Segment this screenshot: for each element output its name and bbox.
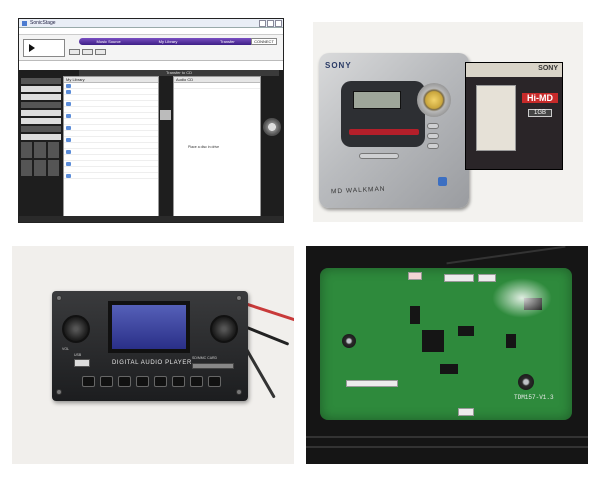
player-button bbox=[82, 376, 95, 387]
mode-bar: Music Source My Library Transfer bbox=[79, 38, 257, 45]
sonicstage-screenshot: SonicStage Music Source My Library Trans… bbox=[18, 18, 284, 223]
disc-capacity: 1GB bbox=[528, 109, 552, 117]
lcd-screen bbox=[353, 91, 401, 109]
player-button bbox=[208, 376, 221, 387]
mode-my-library: My Library bbox=[158, 39, 178, 44]
mode-transfer: Transfer bbox=[219, 39, 235, 44]
walkman-brand: SONY bbox=[325, 61, 352, 70]
player-button bbox=[172, 376, 185, 387]
transfer-area: Transfer to CD My Library bbox=[19, 70, 283, 222]
player-button bbox=[136, 376, 149, 387]
menubar bbox=[19, 28, 283, 35]
jog-dial bbox=[417, 83, 451, 117]
lcd-frame bbox=[341, 81, 425, 147]
walkman-button bbox=[427, 133, 439, 139]
library-title: My Library bbox=[64, 77, 158, 83]
walkman-button bbox=[427, 123, 439, 129]
walkman-button bbox=[427, 143, 439, 149]
transfer-arrow-icon bbox=[160, 110, 171, 120]
usb-label: USB bbox=[74, 353, 82, 357]
transfer-title: Transfer to CD bbox=[79, 70, 279, 76]
pcb-model-label: TDM157-V1.3 bbox=[514, 394, 554, 401]
disc-label-strip bbox=[466, 63, 562, 77]
library-pane: My Library bbox=[63, 76, 159, 218]
toolbar-buttons bbox=[69, 49, 108, 55]
cd-message: Place a disc in drive bbox=[188, 145, 220, 149]
player-button bbox=[190, 376, 203, 387]
toolbar: Music Source My Library Transfer CONNECT bbox=[19, 35, 283, 61]
chip bbox=[410, 306, 420, 324]
player-button bbox=[100, 376, 113, 387]
play-icon bbox=[29, 44, 35, 52]
capacitor bbox=[342, 334, 356, 348]
connector bbox=[346, 380, 398, 387]
sd-label: SD/MMC CARD bbox=[192, 356, 218, 360]
main-chip bbox=[422, 330, 444, 352]
pcb-photo: TDM157-V1.3 bbox=[306, 246, 588, 464]
disc-brand: SONY bbox=[538, 65, 558, 72]
function-knob bbox=[210, 315, 238, 343]
window-controls bbox=[259, 19, 283, 27]
digital-audio-player-photo: VOL USB DIGITAL AUDIO PLAYER SD/MMC CARD bbox=[12, 246, 294, 464]
connector bbox=[458, 408, 474, 416]
disc-shutter bbox=[476, 85, 516, 151]
audio-cd-pane: Audio CD Place a disc in drive bbox=[173, 76, 261, 218]
disc-format: Hi-MD bbox=[522, 93, 558, 103]
chip bbox=[458, 326, 474, 336]
walkman-button bbox=[359, 153, 399, 159]
ribbon-cable bbox=[446, 246, 566, 265]
player-title: DIGITAL AUDIO PLAYER bbox=[112, 360, 192, 366]
connector bbox=[408, 272, 422, 280]
app-icon bbox=[22, 20, 27, 26]
ribbon-cable bbox=[306, 436, 588, 438]
red-strip bbox=[349, 129, 419, 135]
statusbar bbox=[19, 216, 283, 222]
usb-port bbox=[74, 359, 90, 367]
player-button bbox=[154, 376, 167, 387]
chip bbox=[506, 334, 516, 348]
chip bbox=[440, 364, 458, 374]
connector bbox=[478, 274, 496, 282]
hi-md-disc: SONY Hi-MD 1GB bbox=[465, 62, 563, 170]
player-display bbox=[108, 301, 190, 353]
keypad bbox=[21, 142, 59, 176]
volume-knob bbox=[62, 315, 90, 343]
audio-player-module: VOL USB DIGITAL AUDIO PLAYER SD/MMC CARD bbox=[52, 291, 248, 401]
left-column bbox=[21, 78, 61, 188]
window-title: SonicStage bbox=[30, 20, 56, 26]
disc-dial-icon bbox=[263, 118, 281, 136]
blue-key bbox=[438, 177, 447, 186]
connect-button: CONNECT bbox=[251, 38, 277, 45]
connector bbox=[444, 274, 474, 282]
player-button bbox=[118, 376, 131, 387]
play-control bbox=[23, 39, 65, 57]
md-walkman-photo: SONY MD WALKMAN SONY Hi-MD 1GB bbox=[313, 22, 583, 222]
cd-title: Audio CD bbox=[174, 77, 260, 83]
capacitor bbox=[518, 374, 534, 390]
ribbon-cable bbox=[306, 446, 588, 448]
light-glare bbox=[492, 278, 552, 318]
green-pcb: TDM157-V1.3 bbox=[320, 268, 572, 420]
sd-slot bbox=[192, 363, 234, 369]
md-walkman: SONY MD WALKMAN bbox=[319, 53, 469, 208]
vol-label: VOL bbox=[62, 347, 70, 351]
window-titlebar: SonicStage bbox=[19, 19, 283, 28]
mode-music-source: Music Source bbox=[96, 39, 121, 44]
walkman-model-text: MD WALKMAN bbox=[330, 185, 386, 196]
